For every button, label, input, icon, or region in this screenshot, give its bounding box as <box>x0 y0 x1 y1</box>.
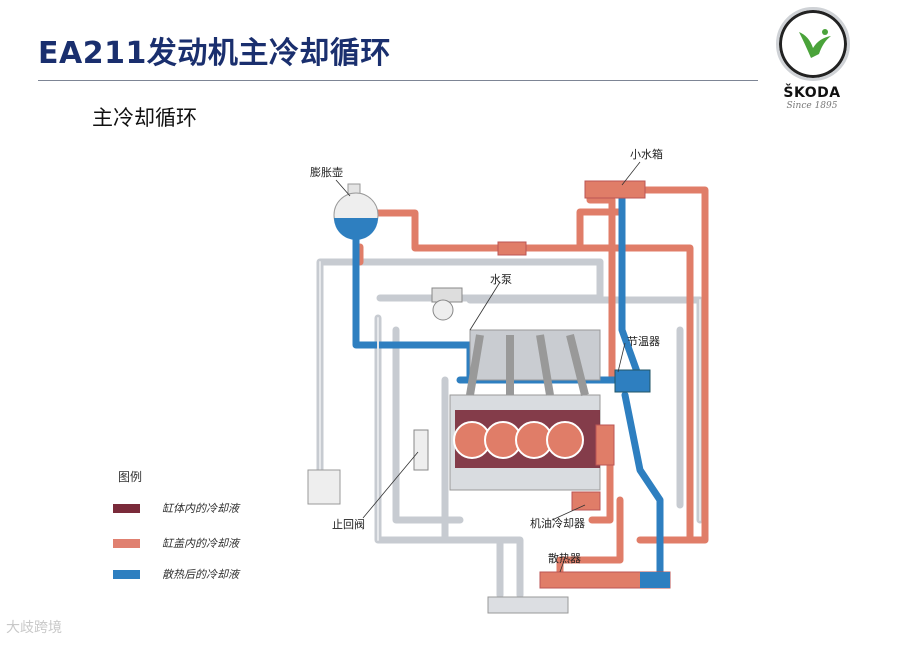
label-oil-cooler: 机油冷却器 <box>530 516 585 530</box>
water-pump <box>431 287 463 321</box>
legend-label: 缸盖内的冷却液 <box>162 537 239 550</box>
logo-brand-text: ŠKODA <box>783 85 841 101</box>
legend-title: 图例 <box>118 470 143 484</box>
inline-valve <box>497 241 527 256</box>
watermark: 大歧跨境 <box>6 620 62 636</box>
section-subtitle: 主冷却循环 <box>92 106 197 130</box>
legend-label: 缸体内的冷却液 <box>162 502 239 515</box>
legend-swatch-cooled <box>113 569 140 579</box>
label-small-radiator: 小水箱 <box>630 147 663 161</box>
logo-emblem-icon <box>776 7 850 81</box>
skoda-logo: ŠKODA Since 1895 <box>768 5 856 115</box>
label-thermostat: 节温器 <box>627 335 660 348</box>
label-check-valve: 止回阀 <box>332 517 365 531</box>
label-water-pump: 水泵 <box>490 273 512 286</box>
check-valve <box>413 429 429 471</box>
page-title: EA211发动机主冷却循环 <box>38 36 391 71</box>
reservoir-box <box>307 469 341 505</box>
logo-since-text: Since 1895 <box>786 101 838 111</box>
legend-label: 散热后的冷却液 <box>162 568 239 581</box>
oil-cooler <box>571 491 601 511</box>
legend-swatch-block <box>113 503 140 513</box>
small-radiator <box>584 180 646 199</box>
legend-item-block: 缸体内的冷却液 <box>113 500 239 516</box>
legend-item-head: 缸盖内的冷却液 <box>113 535 239 551</box>
expansion-tank <box>333 183 379 240</box>
engine-block <box>449 329 615 491</box>
legend-swatch-head <box>113 538 140 548</box>
label-radiator: 散热器 <box>548 551 581 565</box>
label-expansion-tank: 膨胀壶 <box>310 165 343 179</box>
legend-item-cooled: 散热后的冷却液 <box>113 566 239 582</box>
title-divider <box>38 80 758 81</box>
radiator <box>487 571 671 614</box>
thermostat <box>614 369 651 393</box>
